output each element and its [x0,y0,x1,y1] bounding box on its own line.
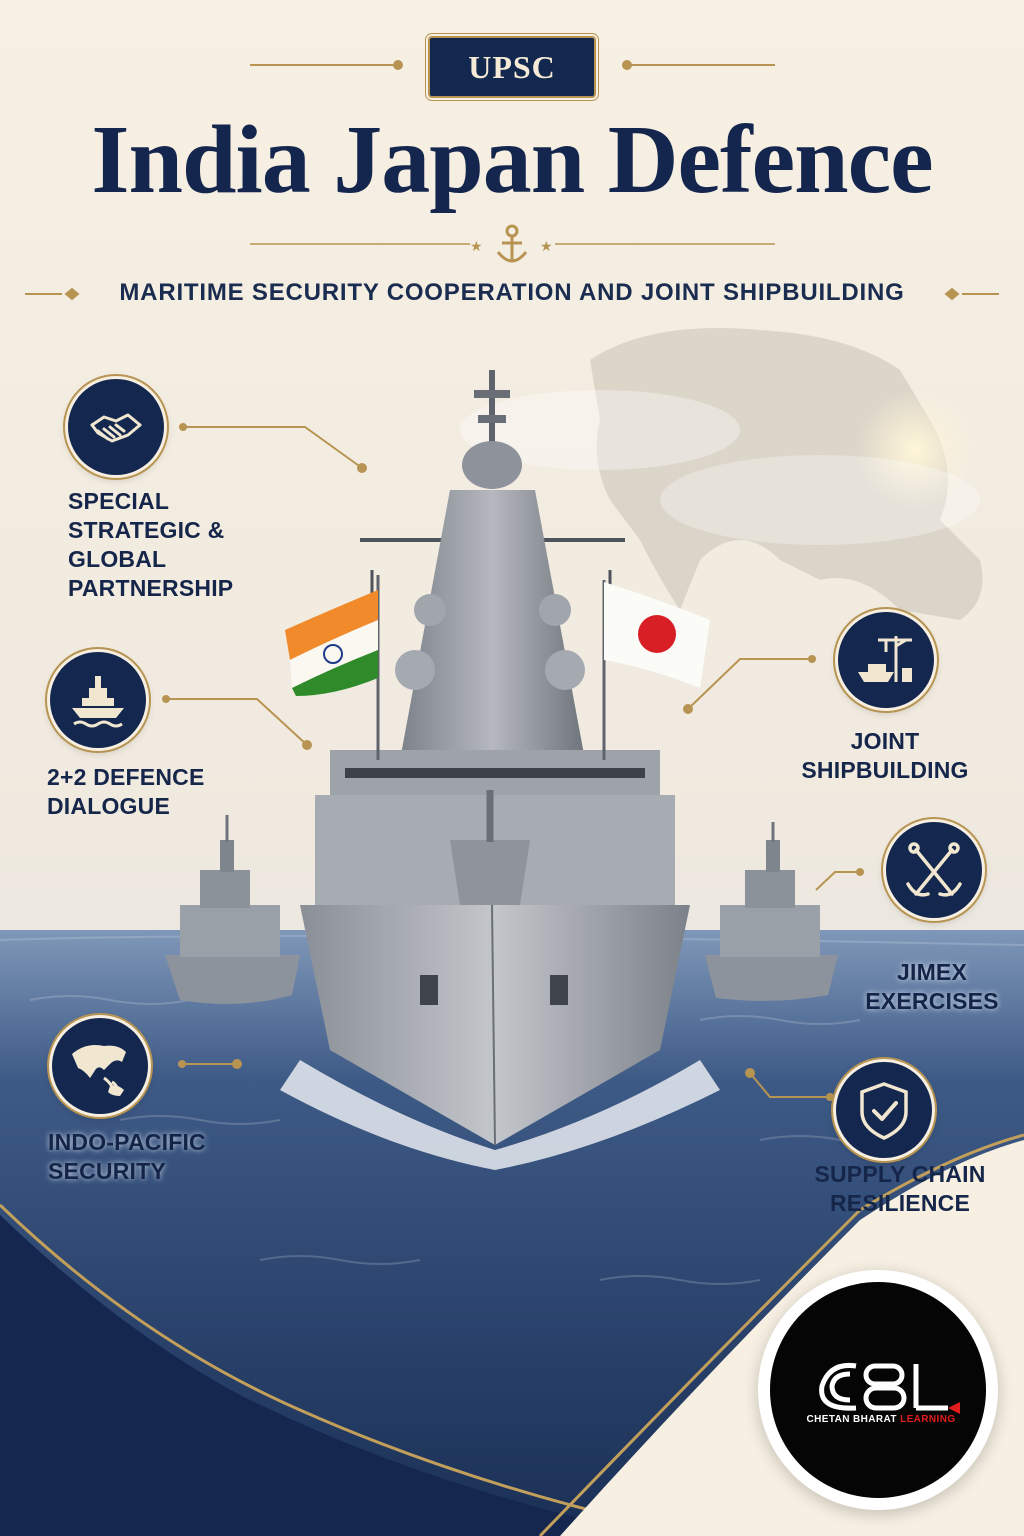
right-warship [705,822,838,1001]
logo-tagline-white: CHETAN BHARAT [806,1414,897,1425]
warship-icon [50,652,146,748]
crossed-anchors-icon [886,822,982,918]
left-warship [165,815,300,1004]
page-subtitle: MARITIME SECURITY COOPERATION AND JOINT … [119,279,905,306]
upsc-badge: UPSC [428,36,596,98]
indian-flag [285,575,380,760]
topic-label-partnership: SPECIAL STRATEGIC & GLOBAL PARTNERSHIP [68,488,234,601]
header-ornaments: ★ ★ [25,60,999,301]
japanese-flag [602,580,710,760]
shipyard-crane-icon [838,612,934,708]
topic-label-jimex: JIMEX EXERCISES [865,959,999,1014]
connector-lines [166,426,860,1098]
main-warship [280,370,720,1170]
topic-label-dialogue: 2+2 DEFENCE DIALOGUE [47,764,205,819]
topic-label-joint-shipbuilding: JOINT SHIPBUILDING [801,728,969,783]
logo-tagline: CHETAN BHARAT LEARNING [806,1414,956,1425]
topic-label-supply-chain: SUPPLY CHAIN RESILIENCE [814,1161,986,1216]
svg-text:★: ★ [540,238,553,254]
anchor-ornament-icon [496,224,528,263]
cbl-logo-mark [819,1362,960,1414]
asia-map-icon [52,1018,148,1114]
svg-text:★: ★ [470,238,483,254]
handshake-icon [68,379,164,475]
page-title: India Japan Defence [91,106,933,214]
logo-tagline-red: LEARNING [900,1414,956,1425]
topic-label-indo-pacific: INDO-PACIFIC SECURITY [48,1129,206,1184]
shield-check-icon [836,1062,932,1158]
cbl-logo [770,1282,986,1498]
